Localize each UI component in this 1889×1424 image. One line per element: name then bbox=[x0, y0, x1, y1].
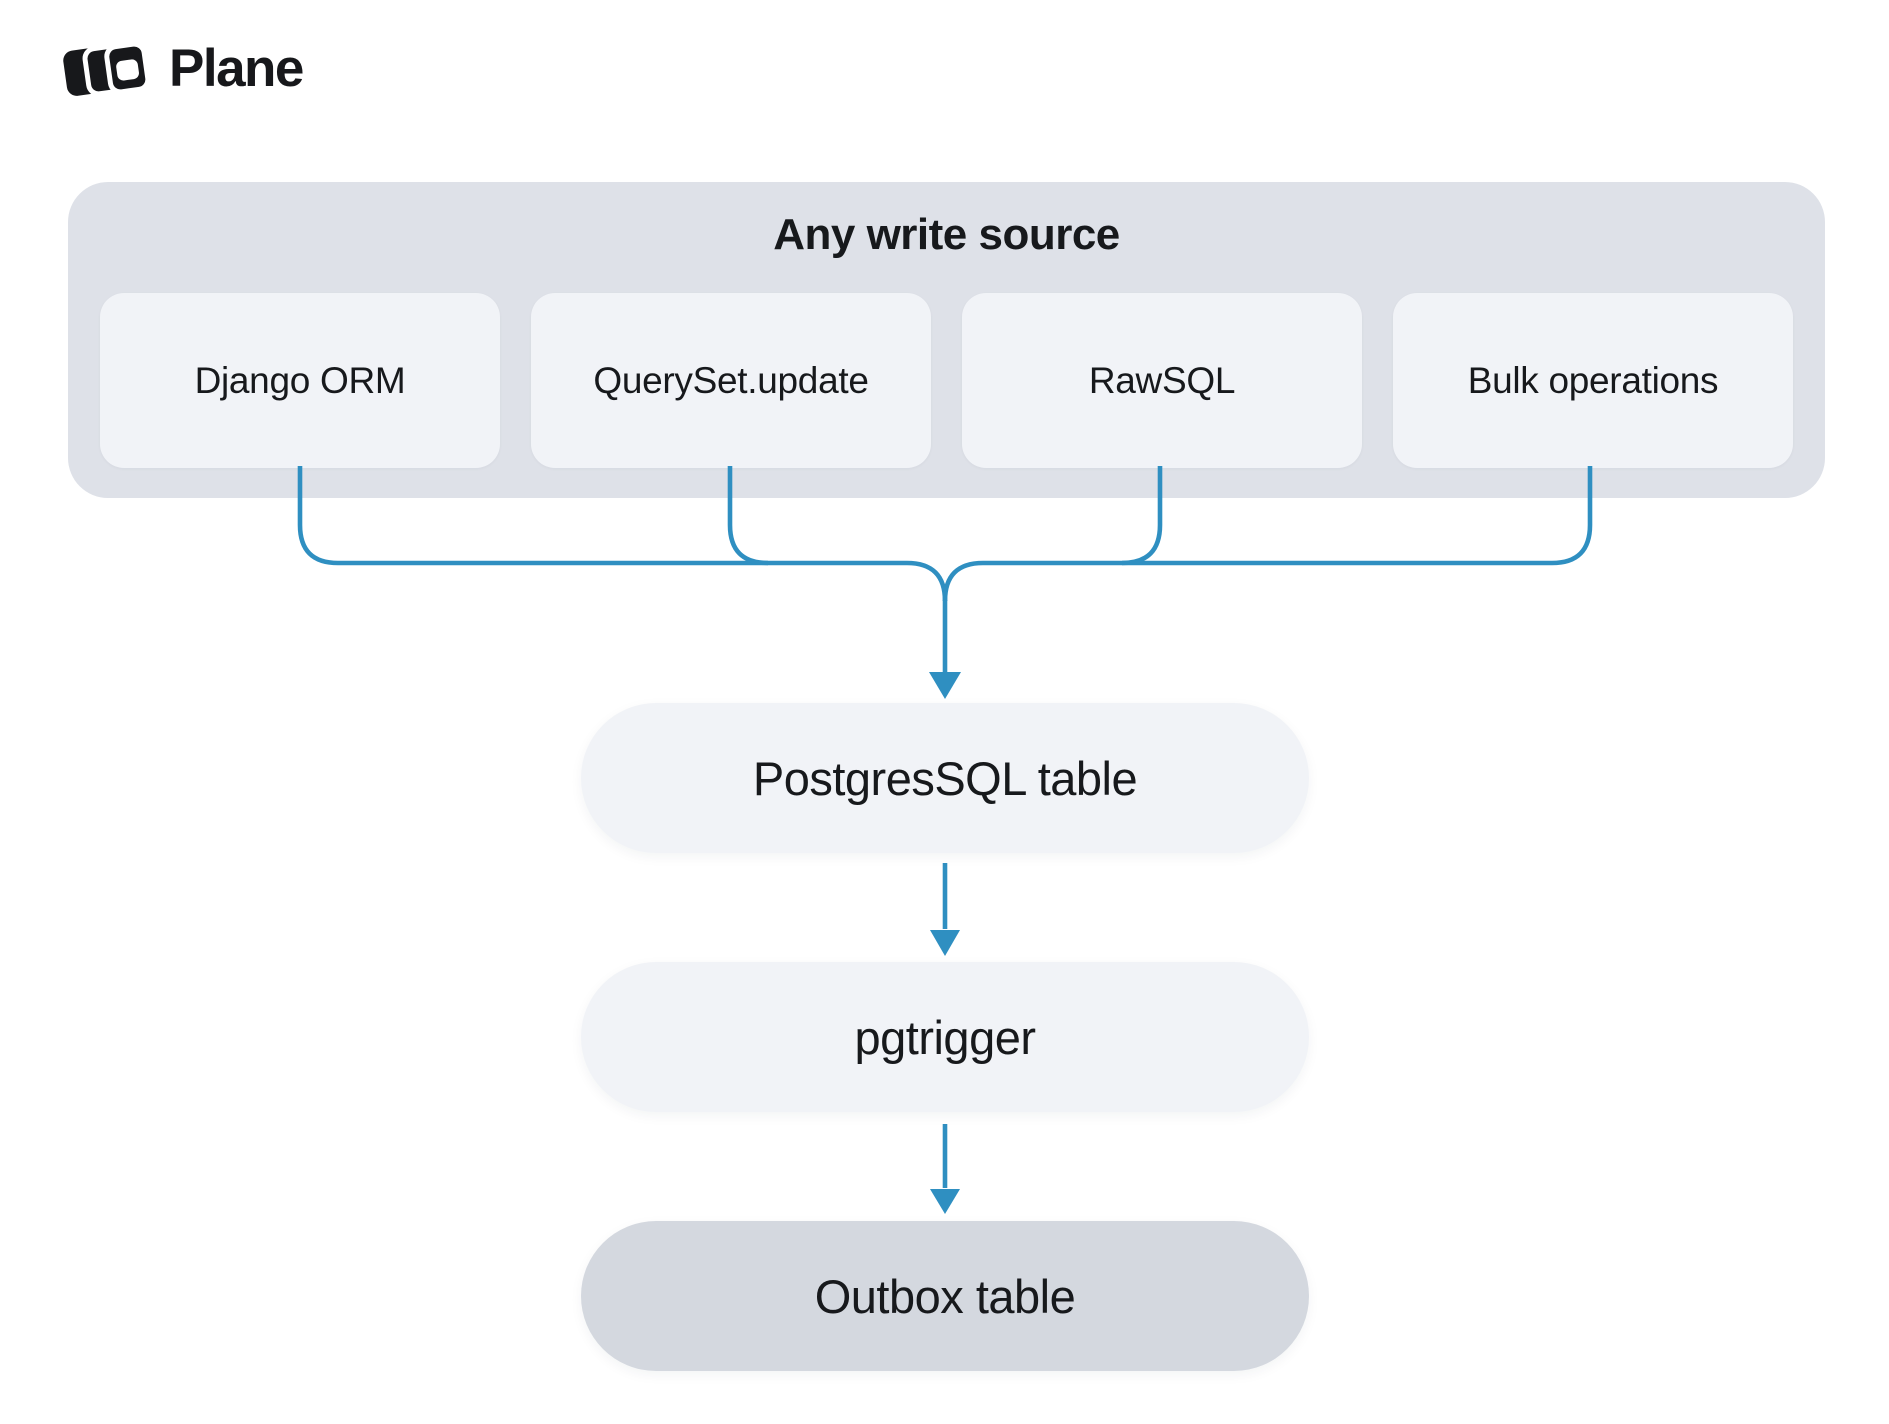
write-source-group: Any write source Django ORM QuerySet.upd… bbox=[68, 182, 1825, 498]
node-outbox-table: Outbox table bbox=[581, 1221, 1309, 1371]
funnel-arrowhead-icon bbox=[929, 672, 961, 699]
card-bulk-operations: Bulk operations bbox=[1393, 293, 1793, 468]
node-pgtrigger-label: pgtrigger bbox=[854, 1010, 1037, 1064]
card-django-orm-label: Django ORM bbox=[194, 359, 406, 401]
card-bulk-operations-label: Bulk operations bbox=[1467, 359, 1719, 401]
node-pgtrigger: pgtrigger bbox=[581, 962, 1309, 1112]
plane-logo-text: Plane bbox=[169, 38, 304, 98]
plane-logo-mark-icon bbox=[63, 41, 151, 97]
arrowhead-postgres-to-pgtrigger-icon bbox=[930, 930, 960, 956]
card-rawsql: RawSQL bbox=[962, 293, 1362, 468]
plane-logo: Plane bbox=[62, 36, 304, 100]
write-source-group-title: Any write source bbox=[773, 210, 1120, 259]
node-postgressql-table: PostgresSQL table bbox=[581, 703, 1309, 853]
card-queryset-update-label: QuerySet.update bbox=[593, 359, 869, 401]
card-queryset-update: QuerySet.update bbox=[531, 293, 931, 468]
card-django-orm: Django ORM bbox=[100, 293, 500, 468]
card-rawsql-label: RawSQL bbox=[1088, 359, 1236, 401]
node-postgressql-table-label: PostgresSQL table bbox=[752, 751, 1138, 805]
node-outbox-table-label: Outbox table bbox=[814, 1269, 1076, 1323]
arrowhead-pgtrigger-to-outbox-icon bbox=[930, 1189, 960, 1214]
write-source-card-row: Django ORM QuerySet.update RawSQL Bulk o… bbox=[100, 293, 1793, 468]
